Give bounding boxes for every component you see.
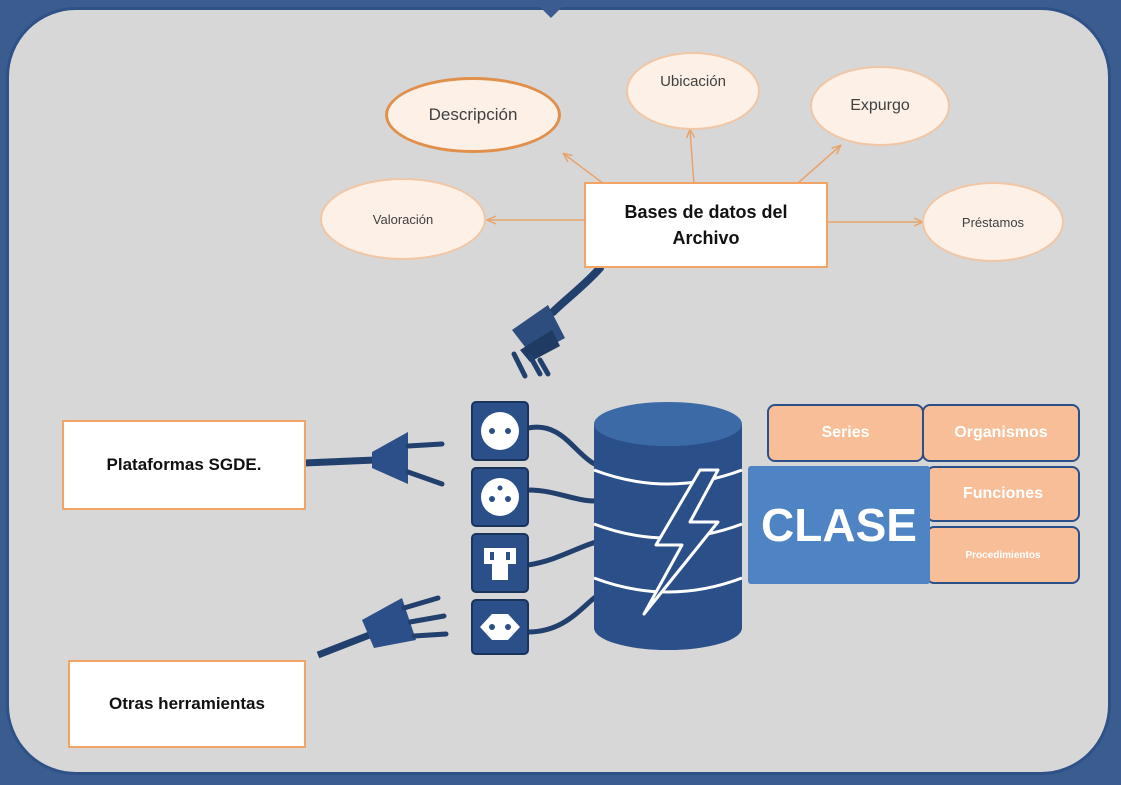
clase-block: CLASE: [748, 466, 930, 584]
module-valoracion-label: Valoración: [372, 211, 434, 227]
tile-series: Series: [767, 404, 924, 462]
top-arrow-notch: [533, 0, 569, 18]
module-prestamos-label: Préstamos: [961, 214, 1025, 230]
tile-organismos-label: Organismos: [954, 424, 1048, 441]
hub-cable-plug: [511, 264, 604, 379]
module-ubicacion-label: Ubicación: [660, 72, 726, 90]
source-plataformas-label: Plataformas SGDE.: [106, 455, 262, 474]
tile-funciones-label: Funciones: [962, 485, 1043, 502]
module-expurgo: Expurgo: [810, 66, 950, 146]
tile-procedimientos-label: Procedimientos: [965, 549, 1041, 561]
hub-box: Bases de datos del Archivo: [584, 182, 828, 268]
tile-funciones: Funciones: [926, 466, 1080, 522]
module-expurgo-label: Expurgo: [850, 97, 910, 114]
lightning-icon: [642, 468, 720, 616]
module-prestamos: Préstamos: [922, 182, 1064, 262]
source-plataformas: Plataformas SGDE.: [62, 420, 306, 510]
tile-series-label: Series: [821, 424, 870, 441]
tile-organismos: Organismos: [922, 404, 1080, 462]
module-descripcion: Descripción: [385, 77, 561, 153]
hub-label-line2: Archivo: [672, 228, 740, 248]
tile-procedimientos: Procedimientos: [926, 526, 1080, 584]
module-valoracion: Valoración: [320, 178, 486, 260]
plug-otras: [316, 595, 449, 659]
clase-title: CLASE: [761, 499, 917, 551]
socket-panel: [471, 401, 529, 655]
plug-plataformas: [303, 432, 445, 487]
source-otras: Otras herramientas: [68, 660, 306, 748]
database-icon: [593, 402, 743, 650]
source-otras-label: Otras herramientas: [109, 694, 265, 713]
module-ubicacion: Ubicación: [626, 52, 760, 130]
arrow-to-ubicacion: [690, 130, 694, 186]
hub-label-line1: Bases de datos del: [624, 202, 788, 222]
module-descripcion-label: Descripción: [428, 105, 518, 124]
right-connector-nub: [1112, 510, 1121, 530]
